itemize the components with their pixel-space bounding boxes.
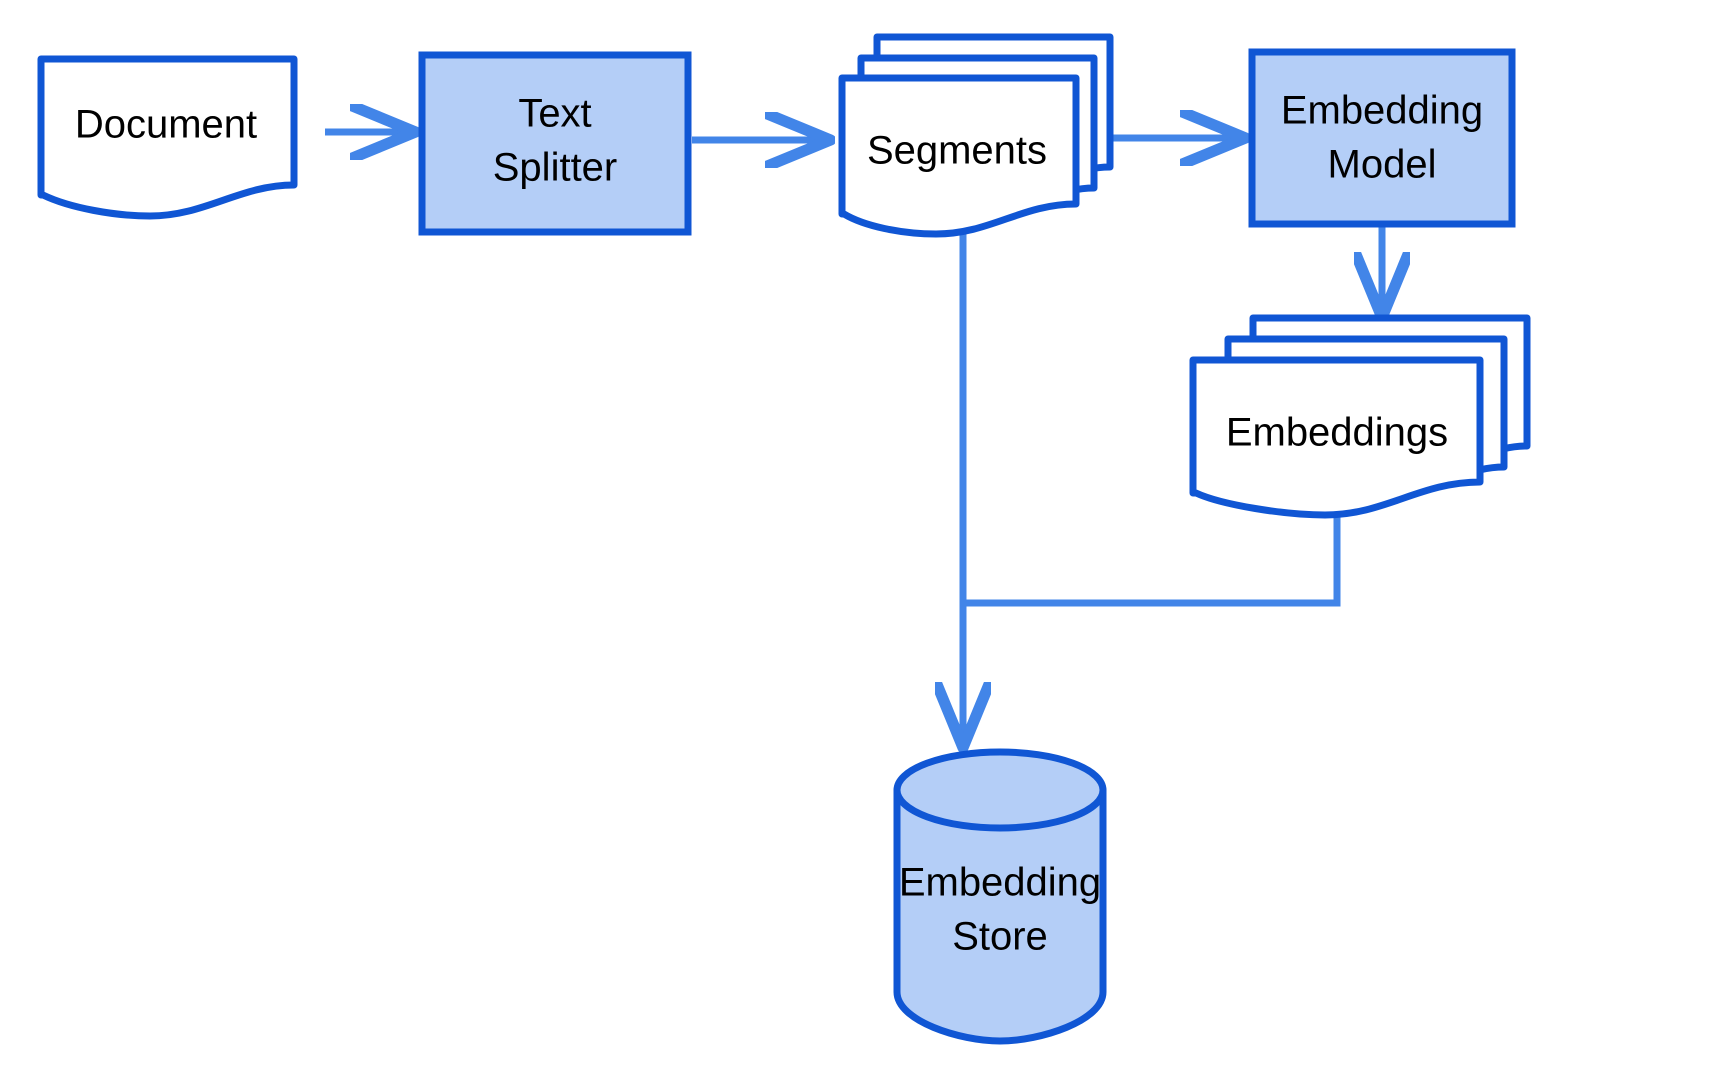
node-document[interactable]: Document (37, 55, 298, 220)
node-embedding-store[interactable]: Embedding Store (893, 748, 1107, 1045)
document-shape (37, 55, 298, 220)
text-splitter-label-line2: Splitter (493, 146, 618, 190)
document-label: Document (75, 103, 257, 147)
embedding-store-body (893, 786, 1107, 1045)
segments-stack-layer-1 (838, 74, 1080, 238)
text-splitter-shape (418, 51, 692, 236)
node-text-splitter[interactable]: Text Splitter (418, 51, 692, 236)
segments-label: Segments (867, 129, 1047, 173)
edge-embeddings-to-store (966, 512, 1341, 607)
embeddings-label: Embeddings (1226, 411, 1448, 455)
embeddings-stack-layer-1 (1189, 356, 1484, 519)
node-embedding-model[interactable]: Embedding Model (1248, 48, 1516, 228)
node-segments[interactable]: Segments (838, 33, 1114, 238)
embedding-model-label-line1: Embedding (1281, 89, 1483, 133)
text-splitter-label-line1: Text (518, 92, 591, 136)
embedding-model-shape (1248, 48, 1516, 228)
embedding-model-label-line2: Model (1328, 143, 1437, 187)
embedding-store-label-line2: Store (952, 915, 1048, 959)
embedding-store-label-line1: Embedding (899, 861, 1101, 905)
node-embeddings[interactable]: Embeddings (1189, 314, 1531, 519)
connector-layer (325, 132, 1382, 742)
embedding-store-top (893, 748, 1107, 832)
